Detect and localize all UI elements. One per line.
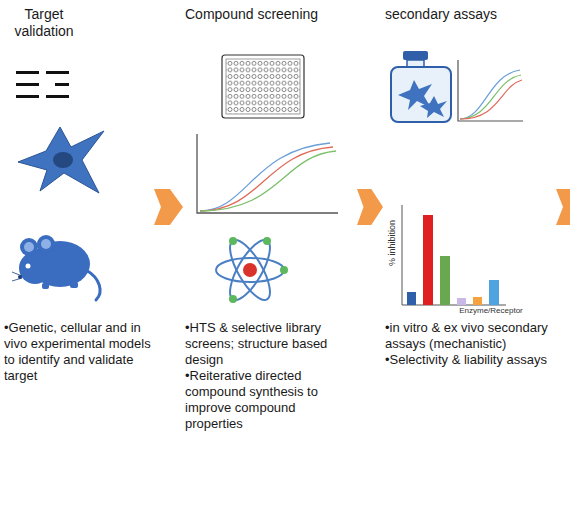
stage-column: secondary assays •in vitro & ex vivo seco… [385, 0, 563, 372]
cell-icon [18, 127, 104, 193]
bullet-list: •in vitro & ex vivo secondary assays (me… [385, 320, 563, 368]
flow-arrow [357, 189, 383, 225]
bullet-list: •Genetic, cellular and in vivo experimen… [4, 320, 152, 384]
axis-title: % inhibition [388, 220, 398, 266]
well-plate [222, 55, 304, 118]
atom-icon [216, 235, 288, 306]
bullet-text: •in vitro & ex vivo secondary assays (me… [385, 320, 563, 352]
stage-column: Target validation •Genetic, cellular and … [4, 0, 152, 388]
flow-arrow [154, 189, 183, 225]
bullet-text: •Selectivity & liability assays [385, 352, 563, 368]
bullet-text: •Reiterative directed compound synthesis… [185, 368, 355, 432]
mouse-icon [12, 235, 100, 300]
dose-response-chart [458, 60, 523, 121]
dose-response-chart [197, 134, 338, 213]
flow-arrow-continuation [556, 189, 570, 225]
stage-heading: Target validation [4, 6, 84, 40]
bullet-text: •Genetic, cellular and in vivo experimen… [4, 320, 152, 384]
stage-heading: Compound screening [185, 6, 355, 23]
bar-chart [402, 205, 506, 305]
bullet-text: •HTS & selective library screens; struct… [185, 320, 355, 368]
bullet-list: •HTS & selective library screens; struct… [185, 320, 355, 432]
stage-column: Compound screening •HTS & selective libra… [185, 0, 355, 436]
gel-bands [16, 71, 69, 98]
stage-heading: secondary assays [385, 6, 563, 23]
culture-flask [391, 51, 451, 122]
axis-label: Enzyme/Receptor [459, 307, 523, 316]
